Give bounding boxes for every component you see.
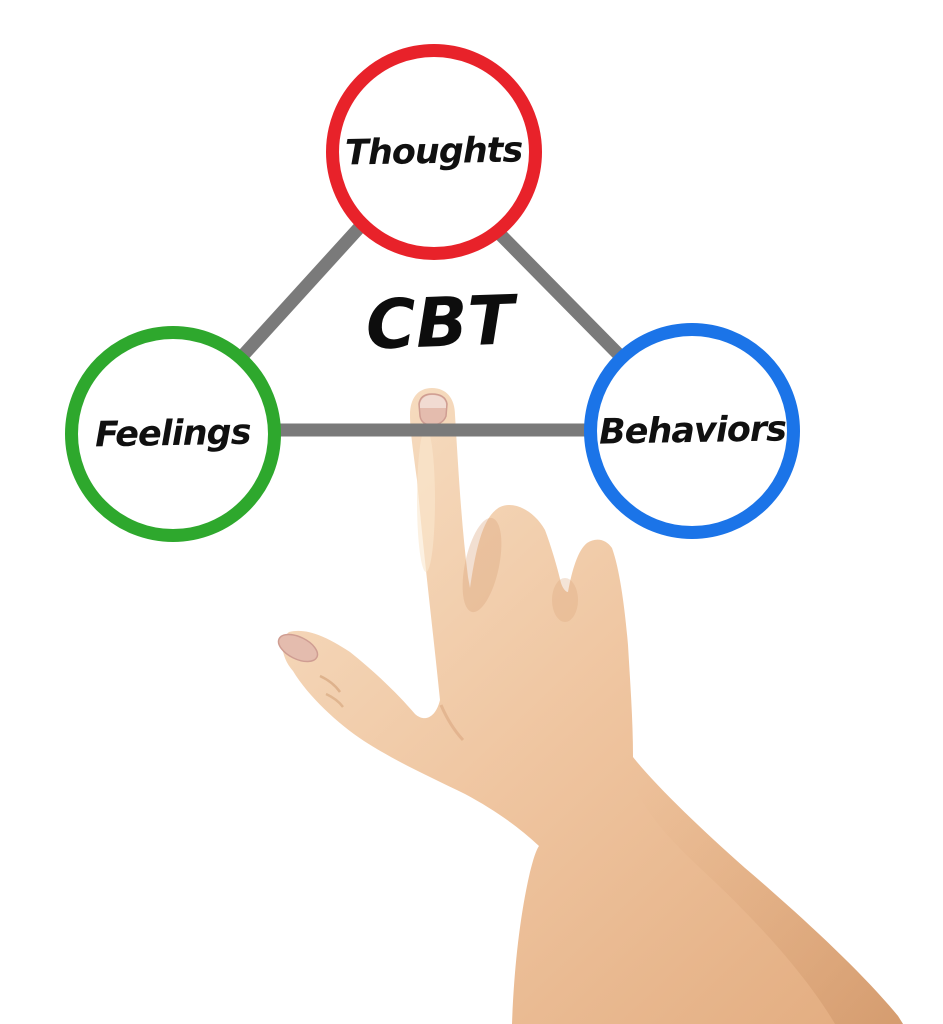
finger-highlight bbox=[417, 428, 435, 572]
thumb-nail bbox=[277, 633, 319, 663]
node-feelings: Feelings bbox=[65, 326, 281, 542]
thumb-crease bbox=[319, 674, 342, 693]
node-feelings-label: Feelings bbox=[94, 412, 252, 456]
node-thoughts-label: Thoughts bbox=[345, 130, 523, 174]
finger-fold-shadow bbox=[552, 578, 578, 622]
edge-thoughts-feelings bbox=[232, 213, 373, 367]
web-crease bbox=[439, 704, 465, 742]
node-thoughts: Thoughts bbox=[326, 44, 542, 260]
thumb-crease-2 bbox=[325, 692, 344, 708]
forearm-shadow bbox=[633, 757, 903, 1024]
node-behaviors: Behaviors bbox=[584, 323, 800, 539]
edge-thoughts-behaviors bbox=[483, 217, 637, 373]
knuckle-shadow bbox=[462, 517, 502, 613]
diagram-title: CBT bbox=[364, 281, 516, 366]
node-behaviors-label: Behaviors bbox=[598, 409, 786, 453]
hand-silhouette bbox=[282, 388, 903, 1024]
index-fingernail-tip bbox=[420, 395, 446, 408]
